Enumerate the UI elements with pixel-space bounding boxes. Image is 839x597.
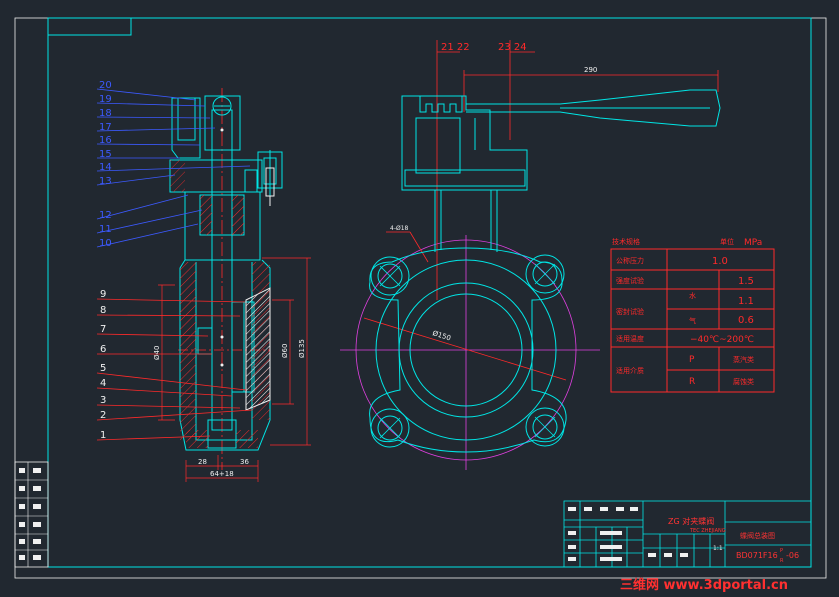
title-scale: 1:1 <box>713 545 723 552</box>
part-label-11: 11 <box>99 224 112 235</box>
front-view <box>340 40 721 470</box>
title-code: BD071F16 <box>736 551 778 560</box>
part-number-labels-lower: 9 8 7 6 5 4 3 2 1 <box>100 289 106 441</box>
part-label-15: 15 <box>99 149 112 160</box>
spec-row-5-label: 适用温度 <box>616 334 644 343</box>
watermark-text: 三维网 www.3dportal.cn <box>620 577 788 593</box>
title-block: ZG 对夹蝶阀 TEC ZHEJIANG 蝶阀总装图 1:1 BD071F16 … <box>563 500 812 568</box>
spec-row-2-value: 1.5 <box>738 276 754 287</box>
dim-body-d1: Ø40 <box>153 346 161 360</box>
dim-body-d3: Ø135 <box>298 339 306 358</box>
sheet-frame <box>14 17 827 579</box>
section-view <box>96 88 311 482</box>
title-company: ZG 对夹蝶阀 <box>668 516 714 526</box>
spec-row-6-mid: P <box>689 355 695 365</box>
spec-row-2-label: 强度试验 <box>616 276 644 285</box>
left-strip-marks <box>19 468 41 560</box>
title-code-suffix: -06 <box>786 551 799 560</box>
spec-title: 技术规格 <box>612 237 640 246</box>
spec-row-3-label: 密封试验 <box>616 307 644 316</box>
dim-bolt-holes: 4-Ø18 <box>390 225 409 232</box>
part-label-2: 2 <box>100 410 106 421</box>
part-label-6: 6 <box>100 344 106 355</box>
spec-row-2-mid: 水 <box>689 291 696 300</box>
spec-unit-label: 单位 <box>720 237 734 246</box>
dim-bottom-b: 36 <box>240 458 249 466</box>
part-label-14: 14 <box>99 162 112 173</box>
part-label-4: 4 <box>100 378 106 389</box>
part-label-3: 3 <box>100 395 106 406</box>
spec-unit-value: MPa <box>744 238 762 248</box>
front-view-labels: 21 22 23 24 290 4-Ø18 Ø150 <box>390 42 597 342</box>
dim-handle-length: 290 <box>584 66 597 74</box>
part-label-18: 18 <box>99 108 112 119</box>
dim-pcd: Ø150 <box>431 329 451 342</box>
part-label-17: 17 <box>99 122 112 133</box>
spec-row-3-value: 1.1 <box>738 296 754 307</box>
part-label-1: 1 <box>100 430 106 441</box>
callout-21-22: 21 22 <box>441 42 470 53</box>
spec-row-7-value: 腐蚀类 <box>733 377 754 386</box>
spec-table: 技术规格 单位 MPa 公称压力 1.0 强度试验 水 1.5 密封试验 1.1… <box>610 237 775 393</box>
section-dimension-text: Ø40 Ø60 Ø135 28 36 64+18 <box>153 339 306 478</box>
spec-row-6-label: 适用介质 <box>616 366 644 375</box>
spec-row-4-value: 0.6 <box>738 315 754 326</box>
callout-23-24: 23 24 <box>498 42 527 53</box>
part-label-8: 8 <box>100 305 106 316</box>
part-label-13: 13 <box>99 176 112 187</box>
part-label-20: 20 <box>99 80 112 91</box>
title-drawing-name: 蝶阀总装图 <box>740 531 775 540</box>
spec-row-1-label: 公称压力 <box>616 256 644 265</box>
part-number-labels: 20 19 18 17 16 15 14 13 12 11 10 <box>99 80 112 249</box>
part-label-9: 9 <box>100 289 106 300</box>
dim-bottom-total: 64+18 <box>210 470 234 478</box>
part-label-10: 10 <box>99 238 112 249</box>
spec-row-4-mid: 气 <box>689 316 696 325</box>
part-label-12: 12 <box>99 210 112 221</box>
spec-row-1-value: 1.0 <box>712 256 728 267</box>
spec-row-7-mid: R <box>689 377 695 387</box>
spec-row-5-value: −40℃~200℃ <box>690 335 754 345</box>
part-label-7: 7 <box>100 324 106 335</box>
part-label-5: 5 <box>100 363 106 374</box>
part-label-16: 16 <box>99 135 112 146</box>
title-company-sub: TEC ZHEJIANG <box>689 528 726 534</box>
title-code-sub: R <box>780 558 784 564</box>
part-label-19: 19 <box>99 94 112 105</box>
spec-row-6-value: 蒸汽类 <box>733 355 754 364</box>
dim-body-d2: Ø60 <box>281 344 289 358</box>
dim-bottom-a: 28 <box>198 458 207 466</box>
title-code-sup: P <box>780 548 783 554</box>
